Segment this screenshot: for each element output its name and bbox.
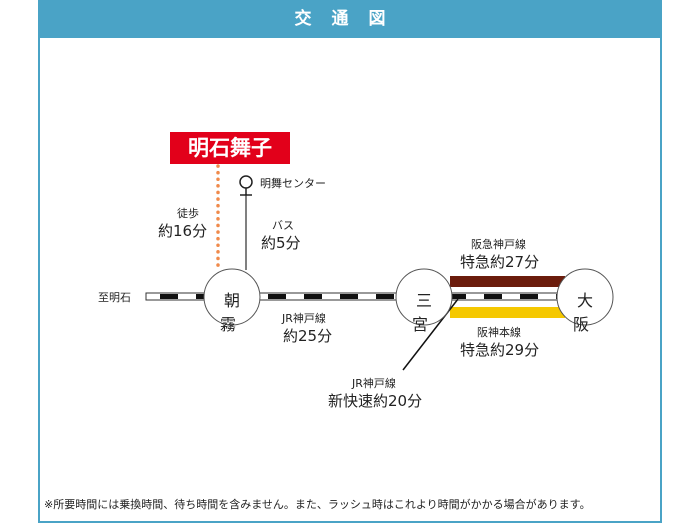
jr-rapid-time: 新快速約20分 xyxy=(328,392,423,410)
walk-time: 約16分 xyxy=(158,222,208,240)
station-osaka xyxy=(556,268,614,326)
hankyu-time: 特急約27分 xyxy=(460,253,540,271)
hankyu-line xyxy=(450,276,565,287)
walk-mode: 徒歩 xyxy=(177,207,199,220)
footnote: ※所要時間には乗換時間、待ち時間を含みません。また、ラッシュ時はこれより時間がか… xyxy=(44,498,591,511)
station-osaka-label: 大 阪 xyxy=(572,291,601,334)
hankyu-line-label: 阪急神戸線 xyxy=(471,238,526,251)
jr-rapid-line: JR神戸線 xyxy=(352,377,396,390)
bus-stop-icon xyxy=(239,175,253,196)
origin-station-label: 明石舞子 xyxy=(170,132,290,164)
hanshin-line-label: 阪神本線 xyxy=(477,326,521,339)
station-sannomiya xyxy=(395,268,453,326)
station-asagiri-label: 朝 霧 xyxy=(219,291,248,334)
station-asagiri xyxy=(203,268,261,326)
jr-local-time: 約25分 xyxy=(283,327,333,345)
station-sannomiya-label: 三 宮 xyxy=(411,291,440,334)
hanshin-line xyxy=(450,307,565,318)
bus-time: 約5分 xyxy=(261,234,301,252)
map-frame xyxy=(38,0,662,523)
bus-stop-label: 明舞センター xyxy=(260,177,326,190)
hanshin-time: 特急約29分 xyxy=(460,341,540,359)
page-title: 交通図 xyxy=(38,0,662,38)
jr-local-line: JR神戸線 xyxy=(282,312,326,325)
bus-mode: バス xyxy=(272,219,294,232)
to-akashi-label: 至明石 xyxy=(98,291,131,304)
